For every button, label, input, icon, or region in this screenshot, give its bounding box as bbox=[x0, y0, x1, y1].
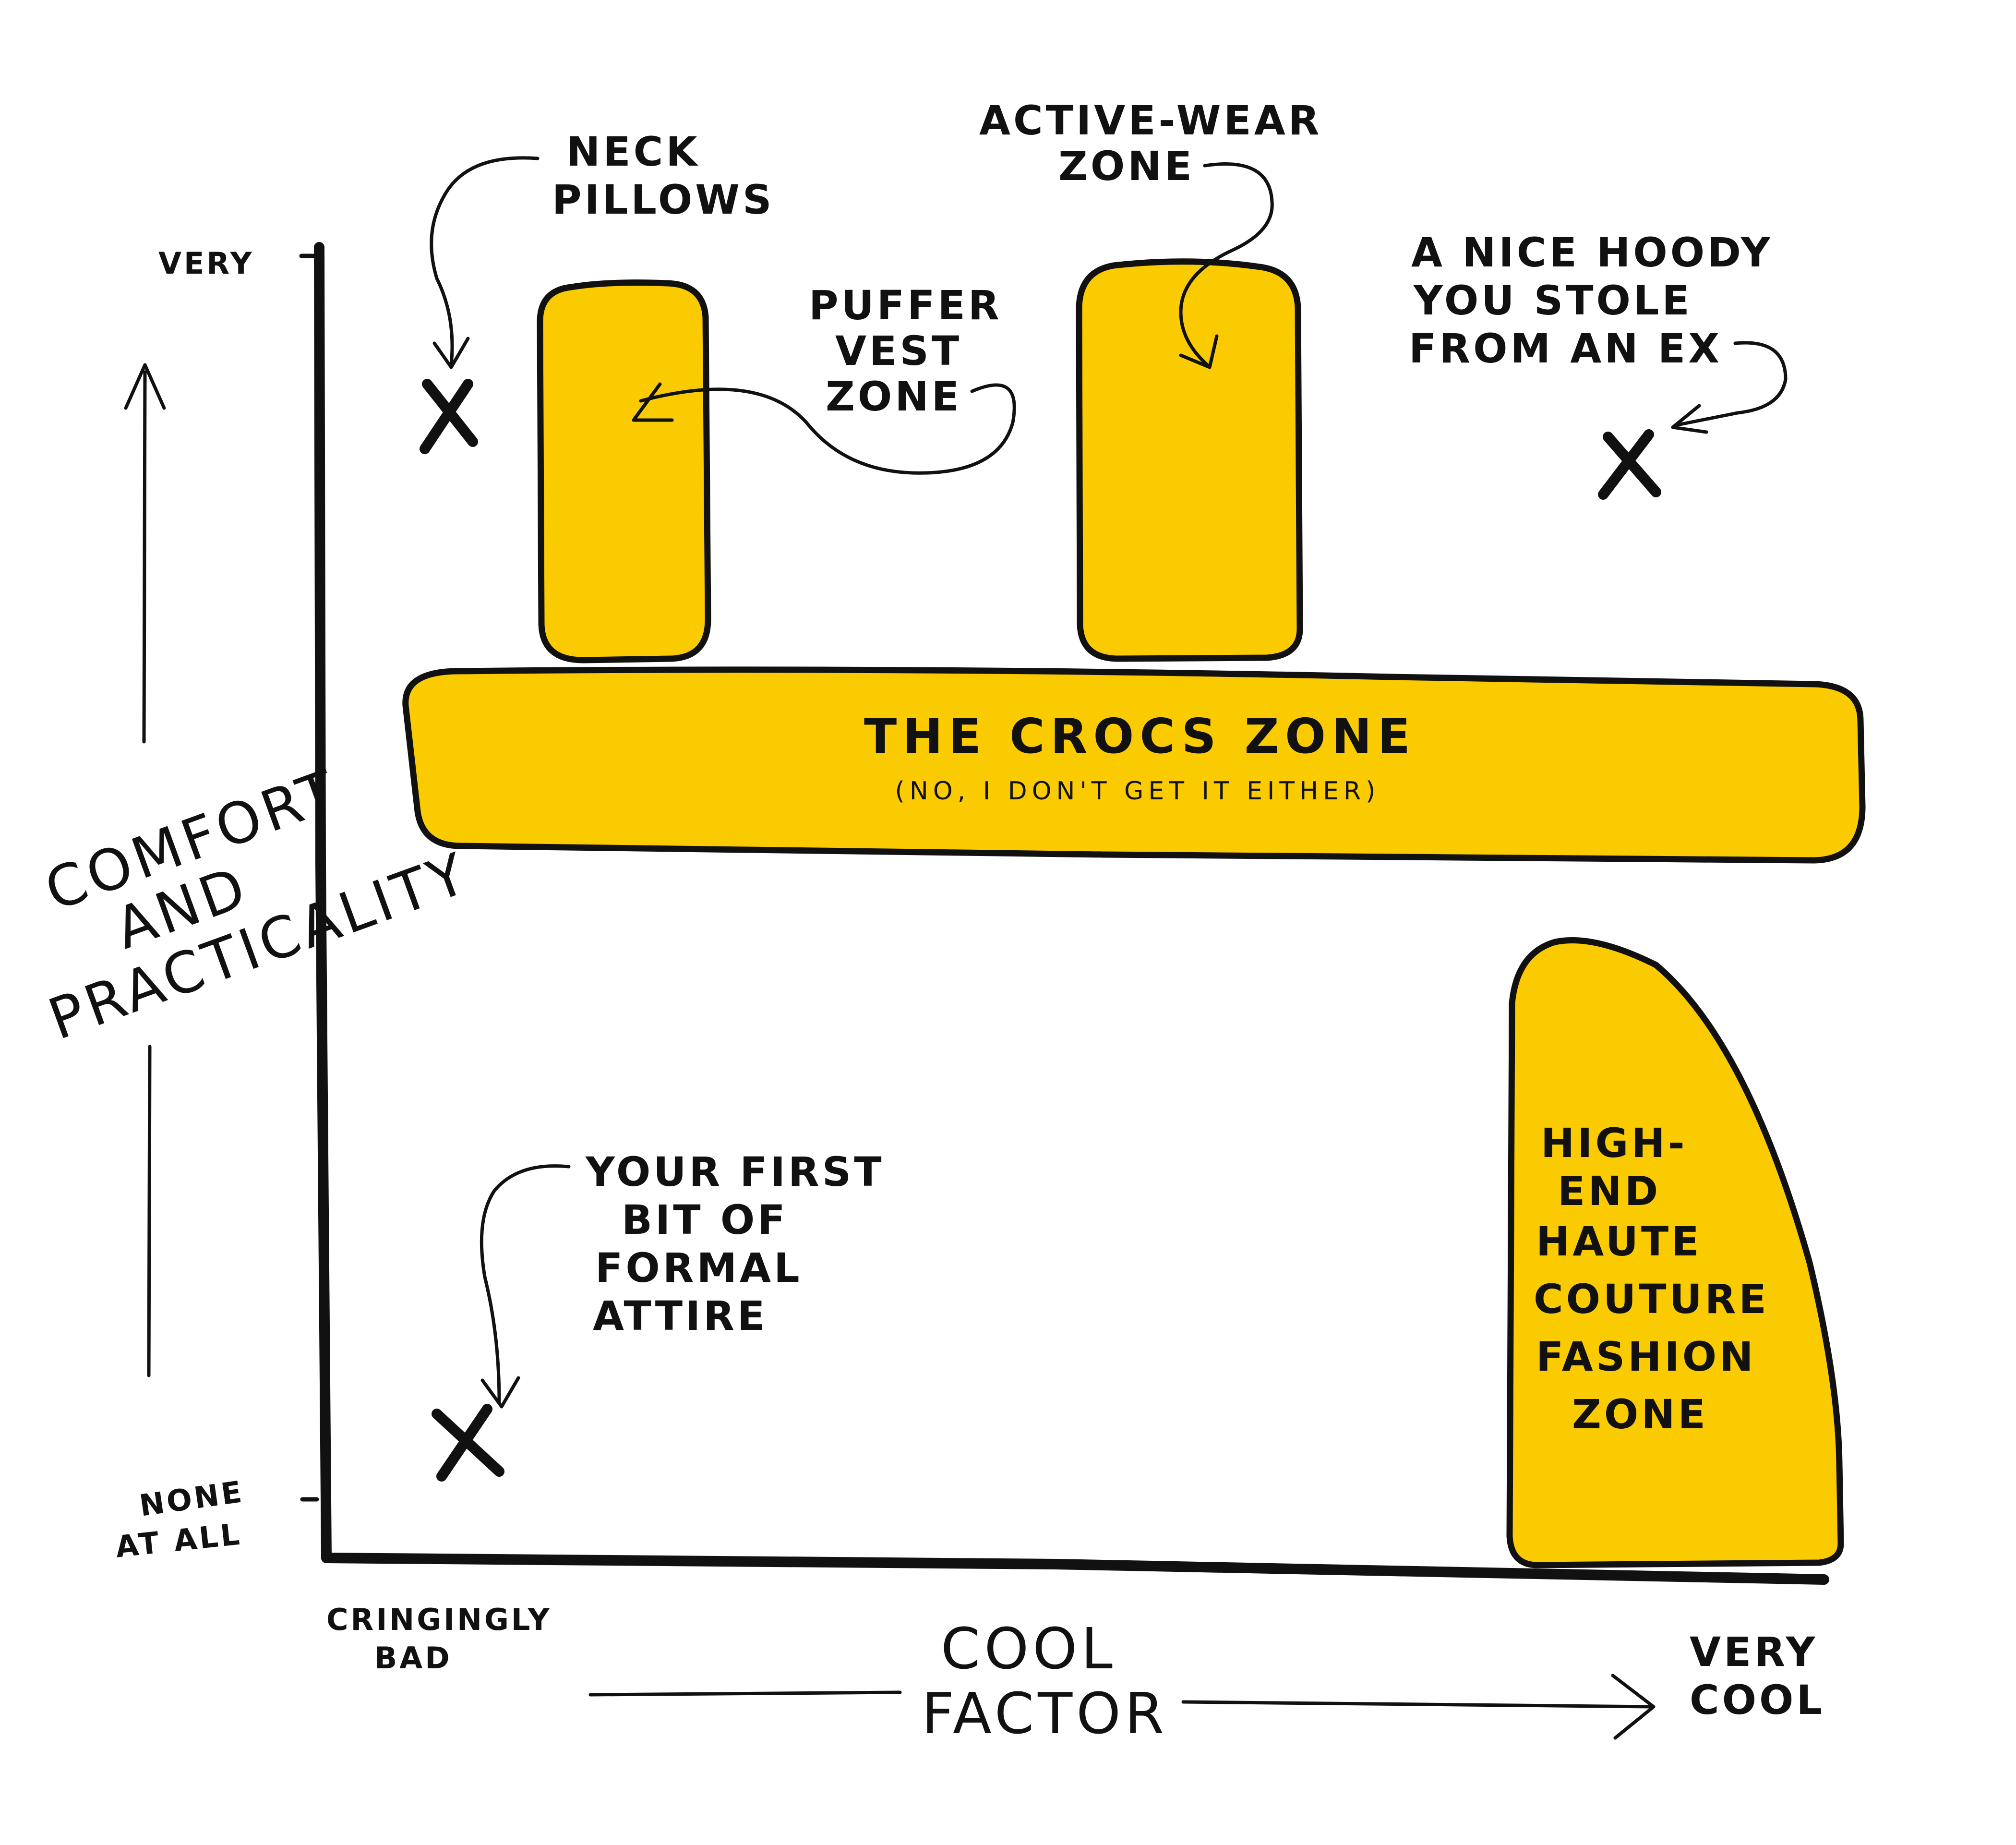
hoody-label-line: FROM AN EX bbox=[1409, 325, 1722, 372]
x-axis-arrow-head bbox=[1611, 1674, 1656, 1740]
x-axis-left-label: CRINGINGLY BAD bbox=[326, 1602, 552, 1676]
haute-couture-label-line: HAUTE bbox=[1536, 1218, 1702, 1265]
neck-pillows-arrow bbox=[430, 156, 540, 369]
y-axis-bottom-label-line: AT ALL bbox=[114, 1516, 243, 1564]
y-axis-arrow-head bbox=[124, 363, 166, 410]
x-axis-arrow-right bbox=[1181, 1700, 1653, 1709]
haute-couture-label: HIGH- END HAUTE COUTURE FASHION ZONE bbox=[1534, 1120, 1769, 1438]
x-axis-right-label-line: COOL bbox=[1690, 1676, 1825, 1724]
neck-pillows-label: NECK PILLOWS bbox=[552, 128, 774, 223]
puffer-vest-label: PUFFER VEST ZONE bbox=[809, 282, 1002, 420]
haute-couture-label-line: COUTURE bbox=[1534, 1276, 1769, 1323]
neck-pillows-label-line: NECK bbox=[566, 128, 700, 175]
x-axis-title-line: COOL bbox=[941, 1616, 1116, 1682]
x-axis-title: COOL FACTOR bbox=[922, 1616, 1168, 1747]
crocs-zone bbox=[402, 666, 1866, 864]
crocs-zone-title: THE CROCS ZONE bbox=[864, 708, 1416, 764]
active-wear-label: ACTIVE-WEAR ZONE bbox=[979, 97, 1322, 190]
active-wear-label-line: ZONE bbox=[1058, 143, 1195, 190]
x-axis-right-label: VERY COOL bbox=[1690, 1628, 1825, 1724]
y-axis-arrow-bottom bbox=[147, 1045, 152, 1377]
puffer-vest-label-line: VEST bbox=[835, 327, 962, 374]
x-axis-right-label-line: VERY bbox=[1690, 1628, 1818, 1676]
y-axis-line bbox=[314, 242, 332, 1563]
hoody-label: A NICE HOODY YOU STOLE FROM AN EX bbox=[1409, 229, 1773, 372]
active-wear-arrow bbox=[1179, 162, 1274, 369]
haute-couture-label-line: FASHION bbox=[1536, 1333, 1756, 1380]
neck-pillows-label-line: PILLOWS bbox=[552, 176, 774, 223]
formal-attire-label-line: FORMAL bbox=[595, 1244, 803, 1291]
x-axis-title-line: FACTOR bbox=[922, 1680, 1168, 1747]
neck-pillows-marker bbox=[420, 379, 478, 454]
y-axis-title: COMFORT AND PRACTICALITY bbox=[36, 756, 478, 1052]
x-axis-arrow-left bbox=[588, 1690, 902, 1697]
active-wear-zone bbox=[1076, 258, 1303, 662]
x-axis-left-label-line: BAD bbox=[374, 1640, 452, 1676]
formal-attire-label-line: ATTIRE bbox=[593, 1292, 768, 1339]
y-axis-bottom-label-line: NONE bbox=[137, 1474, 246, 1523]
crocs-zone-subtitle: (NO, I DON'T GET IT EITHER) bbox=[895, 777, 1380, 806]
y-axis-arrow-top bbox=[142, 370, 147, 744]
y-axis-top-label: VERY bbox=[158, 246, 254, 281]
haute-couture-label-line: HIGH- bbox=[1541, 1120, 1688, 1167]
x-axis-left-label-line: CRINGINGLY bbox=[326, 1602, 552, 1637]
formal-attire-marker bbox=[432, 1404, 504, 1482]
hoody-arrow bbox=[1671, 341, 1788, 434]
formal-attire-label-line: BIT OF bbox=[622, 1196, 788, 1243]
formal-attire-label: YOUR FIRST BIT OF FORMAL ATTIRE bbox=[585, 1148, 885, 1339]
formal-attire-label-line: YOUR FIRST bbox=[585, 1148, 885, 1195]
hoody-marker bbox=[1598, 429, 1661, 500]
formal-attire-arrow bbox=[480, 1164, 571, 1409]
haute-couture-label-line: ZONE bbox=[1572, 1391, 1708, 1438]
puffer-vest-label-line: ZONE bbox=[826, 373, 962, 420]
active-wear-label-line: ACTIVE-WEAR bbox=[979, 97, 1322, 144]
puffer-vest-arrow bbox=[632, 382, 1016, 475]
y-axis-bottom-label: NONE AT ALL bbox=[114, 1474, 246, 1565]
x-axis-line bbox=[321, 1553, 1829, 1585]
haute-couture-label-line: END bbox=[1558, 1168, 1661, 1215]
hoody-label-line: YOU STOLE bbox=[1413, 277, 1692, 324]
hoody-label-line: A NICE HOODY bbox=[1411, 229, 1773, 276]
puffer-vest-label-line: PUFFER bbox=[809, 282, 1002, 329]
haute-couture-zone bbox=[1506, 937, 1844, 1568]
puffer-vest-zone bbox=[537, 279, 711, 663]
